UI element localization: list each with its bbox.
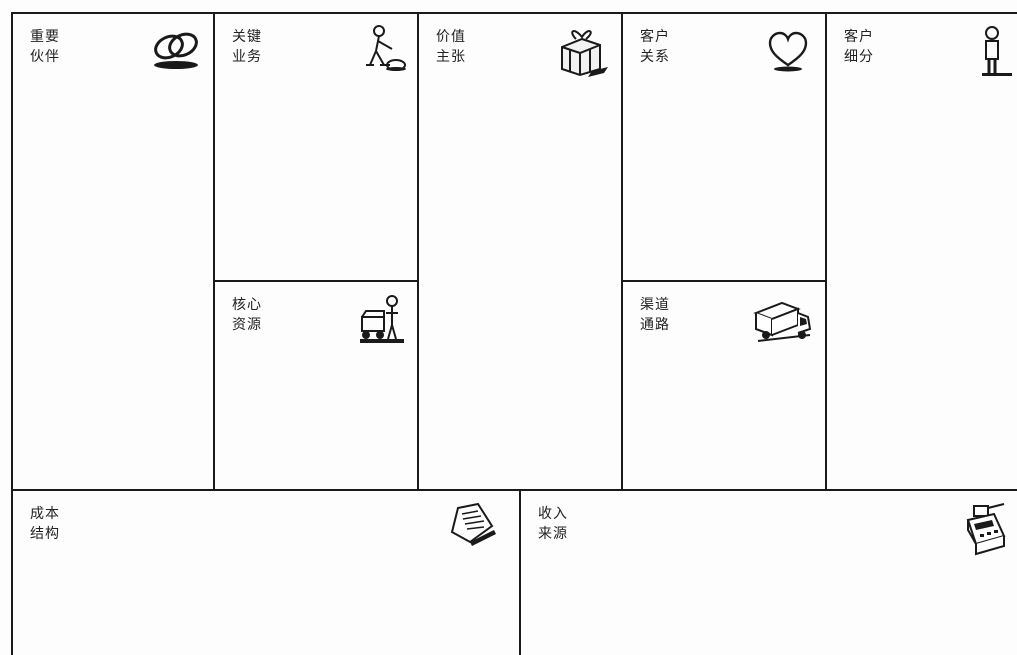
block-label: 成本 结构	[30, 504, 60, 544]
block-key-resources: 核心 资源	[214, 281, 418, 490]
chain-links-icon	[150, 27, 202, 71]
label-line-2: 伙伴	[30, 47, 60, 67]
block-revenue-streams: 收入 来源	[520, 490, 1017, 655]
heart-icon	[766, 31, 810, 73]
block-value-propositions: 价值 主张	[418, 13, 622, 490]
person-icon	[978, 25, 1014, 77]
delivery-truck-icon	[752, 299, 814, 347]
label-line-1: 价值	[436, 27, 466, 47]
cash-register-icon	[960, 500, 1014, 562]
block-label: 重要 伙伴	[30, 27, 60, 67]
gift-box-icon	[556, 27, 610, 77]
block-cost-structure: 成本 结构	[12, 490, 520, 655]
label-line-1: 关键	[232, 27, 262, 47]
label-line-1: 核心	[232, 295, 262, 315]
label-line-2: 业务	[232, 47, 262, 67]
block-key-activities: 关键 业务	[214, 13, 418, 281]
label-line-2: 主张	[436, 47, 466, 67]
block-customer-relationships: 客户 关系	[622, 13, 826, 281]
block-label: 收入 来源	[538, 504, 568, 544]
block-label: 客户 细分	[844, 27, 874, 67]
label-line-2: 资源	[232, 315, 262, 335]
block-label: 客户 关系	[640, 27, 670, 67]
block-label: 关键 业务	[232, 27, 262, 67]
label-line-1: 成本	[30, 504, 60, 524]
label-line-1: 收入	[538, 504, 568, 524]
label-line-1: 重要	[30, 27, 60, 47]
worker-icon	[362, 25, 408, 73]
forklift-worker-icon	[356, 293, 406, 345]
label-line-2: 来源	[538, 524, 568, 544]
label-line-2: 通路	[640, 315, 670, 335]
label-line-1: 渠道	[640, 295, 670, 315]
block-key-partners: 重要 伙伴	[12, 13, 214, 490]
label-line-2: 关系	[640, 47, 670, 67]
block-label: 渠道 通路	[640, 295, 670, 335]
label-line-1: 客户	[844, 27, 874, 47]
block-label: 核心 资源	[232, 295, 262, 335]
block-label: 价值 主张	[436, 27, 466, 67]
label-line-2: 细分	[844, 47, 874, 67]
label-line-2: 结构	[30, 524, 60, 544]
label-line-1: 客户	[640, 27, 670, 47]
block-customer-segments: 客户 细分	[826, 13, 1017, 490]
price-tag-icon	[448, 502, 500, 548]
block-channels: 渠道 通路	[622, 281, 826, 490]
